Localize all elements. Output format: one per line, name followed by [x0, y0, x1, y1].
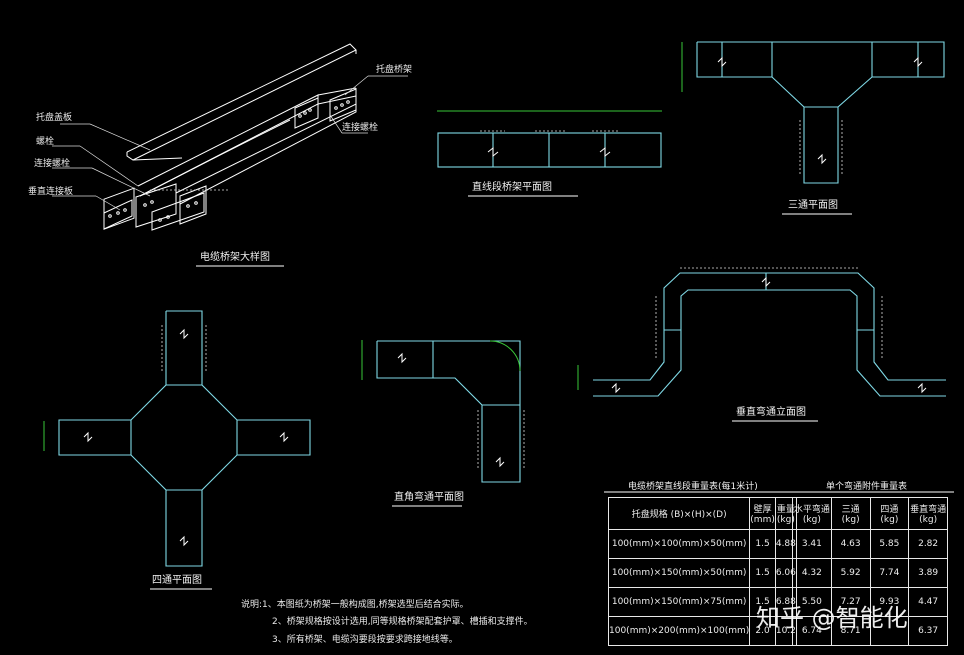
- vertical-elbow-drawing: [577, 267, 946, 422]
- table2-cell: 2.82: [908, 529, 948, 559]
- table1-h2: 重量 (kg): [774, 497, 797, 530]
- table1-h0: 托盘规格 (B)×(H)×(D): [607, 497, 751, 530]
- table1-cell: 100(mm)×150(mm)×50(mm): [607, 558, 751, 588]
- cross-title: 四通平面图: [152, 575, 202, 586]
- iso-title: 电缆桥架大样图: [200, 252, 270, 263]
- table2-title: 单个弯通附件重量表: [826, 482, 908, 492]
- table2-cell: 5.92: [830, 558, 871, 588]
- table2-header: 水平弯通 (kg) 三通 (kg) 四通 (kg) 垂直弯通 (kg): [792, 497, 948, 530]
- table2-cell: 4.63: [830, 529, 871, 559]
- table-row: 100(mm)×150(mm)×50(mm) 1.5 6.06: [607, 558, 797, 588]
- table2-cell: 7.74: [869, 558, 910, 588]
- table-row: 3.41 4.63 5.85 2.82: [792, 529, 948, 559]
- iso-label-vertical-plate: 垂直连接板: [28, 187, 74, 197]
- straight-title: 直线段桥架平面图: [472, 182, 552, 193]
- vertical-title: 垂直弯通立面图: [736, 407, 806, 418]
- table1-header: 托盘规格 (B)×(H)×(D) 壁厚 (mm) 重量 (kg): [607, 497, 797, 530]
- table2-cell: 4.32: [792, 558, 832, 588]
- table1-cell: 1.5: [749, 529, 776, 559]
- cross-drawing: [43, 310, 311, 590]
- note-line-1: 说明:1、本图纸为桥架一般构成图,桥架选型后结合实际。: [241, 600, 469, 610]
- table1-cell: 100(mm)×200(mm)×100(mm): [607, 616, 751, 646]
- note-line-3: 3、所有桥架、电缆沟要段按要求跨接地线等。: [272, 635, 458, 645]
- table1-cell: 100(mm)×100(mm)×50(mm): [607, 529, 751, 559]
- table2: 水平弯通 (kg) 三通 (kg) 四通 (kg) 垂直弯通 (kg) 3.41…: [792, 497, 948, 646]
- iso-label-cover: 托盘盖板: [36, 113, 73, 123]
- table2-h3: 垂直弯通 (kg): [908, 497, 948, 530]
- table2-h2: 四通 (kg): [869, 497, 910, 530]
- table2-h0: 水平弯通 (kg): [792, 497, 832, 530]
- table2-cell: 8.71: [830, 616, 871, 646]
- table-row: 6.74 8.71 6.37: [792, 616, 948, 646]
- iso-label-conn-bolt: 连接螺栓: [34, 159, 71, 169]
- table2-cell: 3.41: [792, 529, 832, 559]
- table2-cell: 6.74: [792, 616, 832, 646]
- table-row: 100(mm)×100(mm)×50(mm) 1.5 4.88: [607, 529, 797, 559]
- table1-h1: 壁厚 (mm): [749, 497, 776, 530]
- iso-label-tray: 托盘桥架: [376, 65, 413, 75]
- elbow-drawing: [361, 340, 525, 507]
- watermark: 知乎 @智能化: [756, 604, 908, 632]
- table2-cell: [869, 616, 910, 646]
- table1-title: 电缆桥架直线段重量表(每1米计): [628, 482, 758, 492]
- table-row: 4.32 5.92 7.74 3.89: [792, 558, 948, 588]
- straight-tray-drawing: [437, 110, 662, 197]
- tee-title: 三通平面图: [788, 200, 838, 211]
- table2-h1: 三通 (kg): [830, 497, 871, 530]
- table1-cell: 1.5: [749, 558, 776, 588]
- table-row: 100(mm)×200(mm)×100(mm) 2.0 10.2: [607, 616, 797, 646]
- table2-cell: 5.50: [792, 587, 832, 617]
- table-row: 5.50 7.27 9.93 4.47: [792, 587, 948, 617]
- table1-cell: 100(mm)×150(mm)×75(mm): [607, 587, 751, 617]
- elbow-title: 直角弯通平面图: [394, 492, 464, 503]
- iso-label-bolt: 螺栓: [36, 137, 55, 147]
- table2-cell: 4.47: [908, 587, 948, 617]
- table2-cell: 5.85: [869, 529, 910, 559]
- iso-label-conn-bolt-2: 连接螺栓: [342, 123, 379, 133]
- table2-cell: 3.89: [908, 558, 948, 588]
- note-line-2: 2、桥架规格按设计选用,同等规格桥架配套护罩、槽插和支撑件。: [272, 617, 533, 627]
- iso-tray-drawing: [52, 43, 408, 267]
- table2-cell: 6.37: [908, 616, 948, 646]
- tee-drawing: [681, 41, 945, 215]
- table1: 托盘规格 (B)×(H)×(D) 壁厚 (mm) 重量 (kg) 100(mm)…: [607, 497, 797, 646]
- table1-cell: 2.0: [749, 616, 776, 646]
